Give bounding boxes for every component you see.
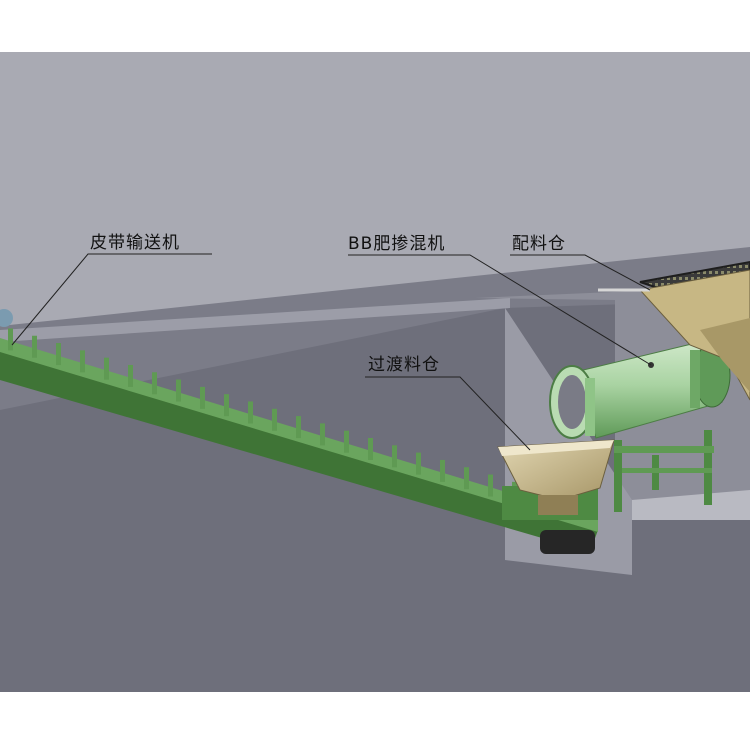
bottom-margin (0, 692, 750, 749)
conveyor-leader (11, 253, 212, 346)
conveyor-rung (344, 430, 349, 453)
conveyor-rung (320, 423, 325, 446)
mixer-drum-ring (585, 378, 595, 436)
conveyor-drive-roller (540, 530, 595, 554)
conveyor-rung (152, 372, 157, 395)
conveyor-rung (56, 343, 61, 366)
conveyor-rung (248, 401, 253, 424)
batching-bin-hopper (639, 269, 750, 401)
conveyor-rung (8, 328, 13, 351)
conveyor-rung (224, 394, 229, 417)
transition-bin (497, 439, 615, 515)
label-conveyor: 皮带输送机 (90, 233, 180, 253)
label-batching-bin: 配料仓 (512, 234, 566, 254)
frame-beam (614, 446, 714, 453)
batching-bin-leader (510, 254, 651, 291)
batching-bin (598, 260, 750, 401)
conveyor-rung (440, 459, 445, 482)
mixer-leader (348, 254, 652, 366)
conveyor-rung (32, 335, 37, 358)
transition-bin-rim (498, 440, 614, 456)
mixer-support-frame (614, 430, 714, 512)
label-mixer: BB肥掺混机 (348, 234, 445, 254)
leader-lines (11, 253, 652, 451)
conveyor-rung (296, 416, 301, 439)
frame-leg (704, 430, 712, 505)
mixer-drum-ring (690, 350, 700, 408)
mixer-drum-opening (558, 375, 586, 429)
conveyor-rung (416, 452, 421, 475)
conveyor-rung (488, 474, 493, 497)
transition-bin-outlet (538, 495, 578, 515)
floor-edge (0, 298, 510, 342)
transition-bin-leader (365, 376, 531, 451)
conveyor-rung (104, 357, 109, 380)
batching-bin-side (700, 318, 750, 392)
transition-bin-hopper (497, 439, 615, 501)
conveyor-rung (464, 467, 469, 490)
platform-face (475, 286, 750, 520)
conveyor-rung (128, 364, 133, 387)
conveyor-rung (200, 386, 205, 409)
label-transition-bin: 过渡料仓 (368, 355, 440, 375)
pit-ledge (632, 490, 750, 520)
conveyor-rung (176, 379, 181, 402)
conveyor-head-pulley (0, 309, 13, 327)
frame-leg (614, 440, 622, 512)
bb-fertilizer-mixer (549, 341, 731, 439)
conveyor-rung (392, 445, 397, 468)
conveyor-rung (368, 438, 373, 460)
frame-beam (622, 468, 712, 473)
top-margin (0, 0, 750, 52)
conveyor-rung (272, 408, 277, 431)
conveyor-rung (80, 350, 85, 373)
